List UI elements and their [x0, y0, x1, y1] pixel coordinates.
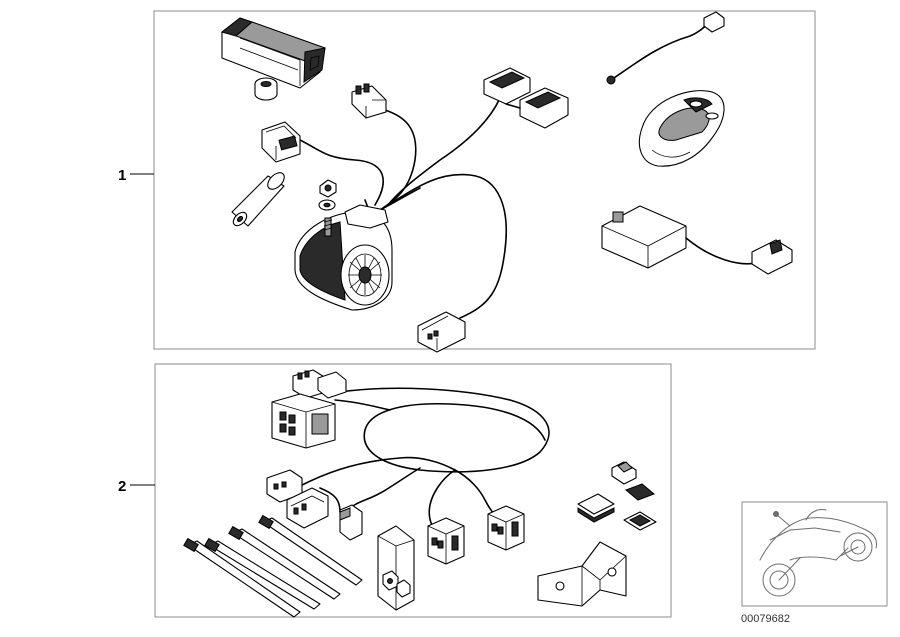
connector-pair-mid	[266, 469, 329, 529]
callout-2-label: 2	[118, 478, 126, 495]
group-1-frame	[153, 10, 816, 350]
diagram-id-label: 00079682	[741, 613, 790, 625]
group-2-harness-kit: 2	[118, 363, 672, 618]
twin-connectors-part	[483, 67, 569, 129]
motorcycle-thumbnail: 00079682	[741, 501, 888, 625]
connector-2pin-top	[351, 83, 387, 119]
control-unit-part	[601, 205, 793, 275]
motorcycle-thumbnail-icon	[759, 509, 877, 597]
adhesive-pads-part	[577, 461, 657, 531]
connector-small-top	[292, 369, 347, 399]
group-1-alarm-kit: 1	[118, 10, 816, 353]
battery-pack-part	[220, 17, 326, 89]
cable-ties-part	[183, 514, 363, 618]
relay-connector-part	[339, 504, 363, 541]
mounting-bracket-large	[537, 541, 627, 607]
connector-bottom-part	[417, 311, 466, 353]
remote-key-fob-part	[638, 90, 725, 167]
grommet-part	[254, 77, 278, 101]
cylinder-key-part	[231, 172, 285, 227]
loop-wiring-harness	[299, 387, 550, 531]
twin-multi-connectors	[427, 505, 525, 565]
callout-1-label: 1	[118, 167, 126, 184]
connector-4pin-left	[261, 121, 301, 163]
alarm-siren-part	[294, 204, 393, 311]
mounting-bracket-small	[377, 525, 415, 611]
connector-multipin-part	[271, 393, 336, 449]
sensor-cable-part	[606, 11, 725, 85]
nut-washer-part	[318, 179, 337, 211]
group-2-frame	[154, 363, 672, 618]
thumbnail-frame	[741, 501, 888, 607]
